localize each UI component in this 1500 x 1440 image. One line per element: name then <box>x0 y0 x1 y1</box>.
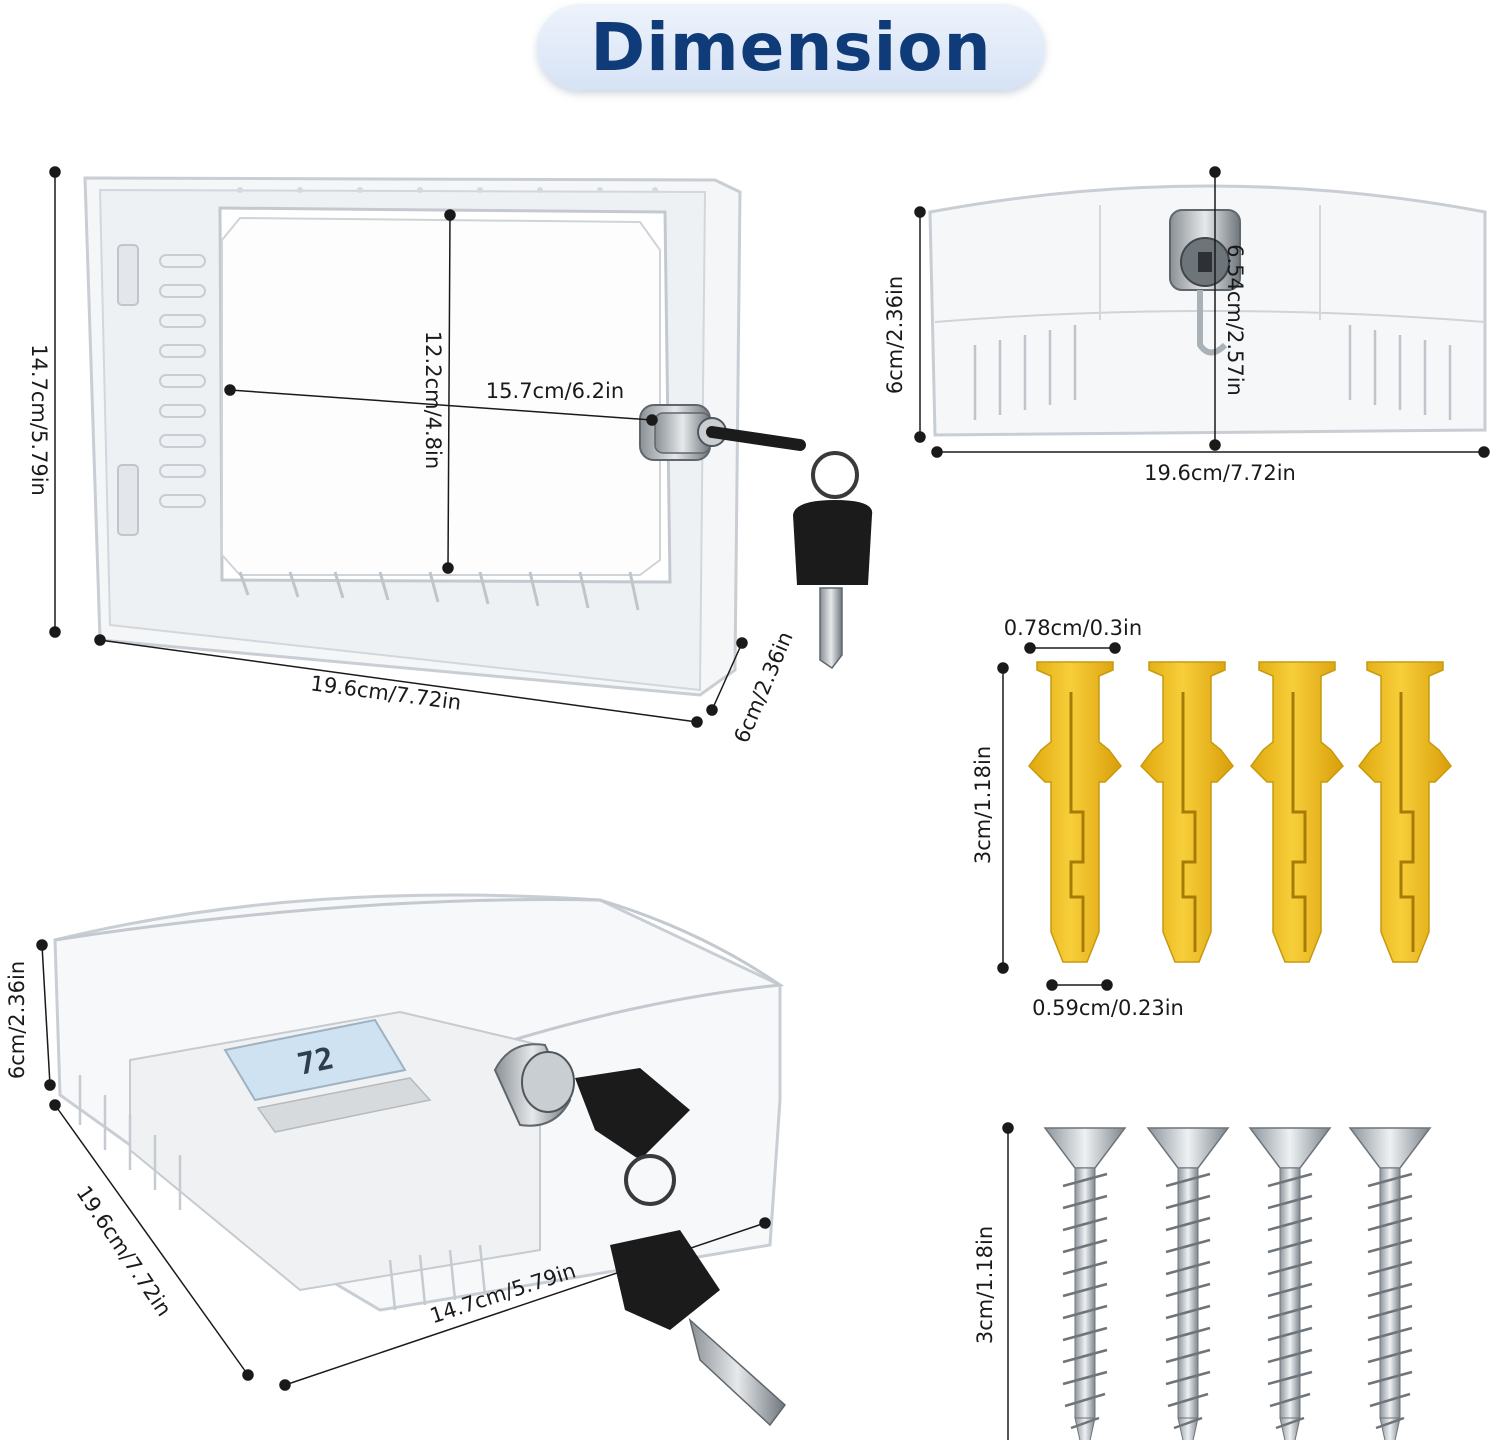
front-width-label: 19.6cm/7.72in <box>309 671 463 715</box>
thermostat-screen <box>223 1018 407 1102</box>
front-inner-width-label: 15.7cm/6.2in <box>486 379 624 403</box>
top-depth-label: 6cm/2.36in <box>883 276 907 394</box>
anchor-3 <box>1249 660 1345 964</box>
front-dimension-lines <box>49 166 748 728</box>
iso-vent-fins <box>78 1075 487 1311</box>
top-dimension-lines <box>914 166 1490 458</box>
hinge-top <box>117 244 139 306</box>
front-inner-height-label: 12.2cm/4.8in <box>421 331 445 469</box>
anchor-length-label: 3cm/1.18in <box>971 746 995 864</box>
title-badge: Dimension <box>537 4 1045 90</box>
screws <box>1043 1126 1432 1440</box>
anchor-head-label: 0.78cm/0.3in <box>1004 616 1142 640</box>
anchor-tip-label: 0.59cm/0.23in <box>1032 996 1184 1020</box>
iso-dimension-lines <box>36 939 771 1391</box>
thermostat-device: 72 <box>129 1010 541 1292</box>
anchor-1 <box>1027 660 1123 964</box>
screw-4 <box>1348 1126 1432 1440</box>
page-title: Dimension <box>590 8 992 86</box>
anchor-dimension-lines <box>997 642 1121 991</box>
front-key <box>706 426 873 670</box>
top-view-fins <box>973 325 1452 420</box>
iso-keys <box>575 1068 787 1427</box>
hinge-bottom <box>117 464 139 536</box>
iso-height-label: 6cm/2.36in <box>5 961 29 1079</box>
front-height-label: 14.7cm/5.79in <box>27 344 51 496</box>
screw-1 <box>1043 1126 1127 1440</box>
iso-view-cover: 72 <box>53 893 787 1427</box>
vent-slots-bottom <box>238 571 640 611</box>
anchor-2 <box>1139 660 1235 964</box>
top-view-cover <box>928 184 1487 437</box>
top-holes <box>237 187 658 193</box>
anchor-4 <box>1357 660 1453 964</box>
iso-lock <box>493 1043 575 1127</box>
vent-slots-left <box>159 254 206 508</box>
screw-3 <box>1248 1126 1332 1440</box>
top-width-label: 19.6cm/7.72in <box>1144 461 1296 485</box>
screw-length-label: 3cm/1.18in <box>973 1226 997 1344</box>
screw-2 <box>1146 1126 1230 1440</box>
screw-dimension-line <box>1002 1122 1014 1440</box>
top-lock-label: 6.54cm/2.57in <box>1223 244 1247 396</box>
thermostat-display: 72 <box>294 1041 337 1083</box>
front-view-cover <box>83 176 742 697</box>
wall-anchors <box>1027 660 1453 964</box>
